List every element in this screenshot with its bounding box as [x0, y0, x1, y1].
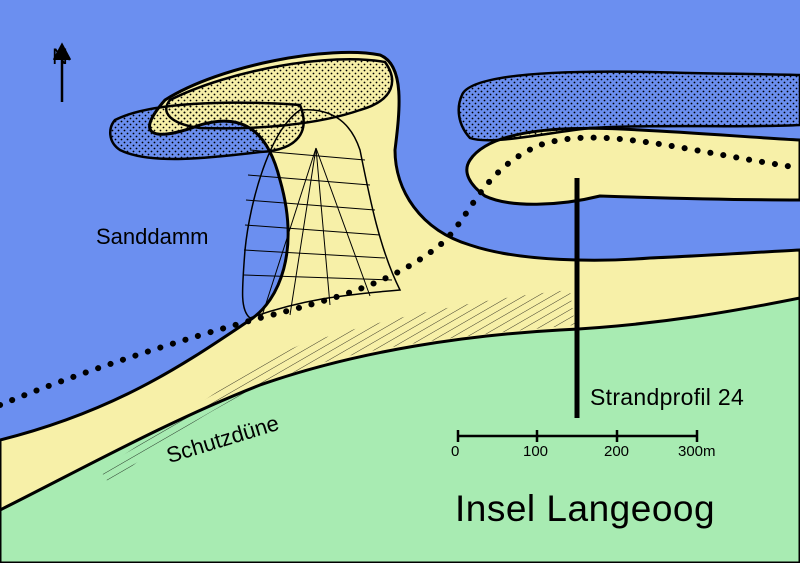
label-strandprofil: Strandprofil 24 [590, 384, 745, 410]
scale-tick-100: 100 [523, 443, 549, 460]
scale-tick-200: 200 [604, 443, 630, 460]
dotted-route-line [0, 134, 800, 408]
sanddamm-grid [241, 109, 402, 319]
shoal-right [457, 70, 800, 142]
label-sanddamm: Sanddamm [96, 224, 209, 249]
map-title: Insel Langeoog [455, 488, 716, 529]
dune-area [0, 296, 800, 563]
scale-tick-0: 0 [451, 443, 460, 460]
beach-slope-hatching [100, 290, 575, 485]
scale-tick-300: 300m [678, 443, 716, 460]
shoal-top [165, 57, 394, 130]
north-label: N [52, 44, 68, 69]
scale-bar [456, 430, 699, 442]
sanddamm-grid-lines [243, 147, 393, 317]
north-arrow-icon [52, 42, 72, 102]
